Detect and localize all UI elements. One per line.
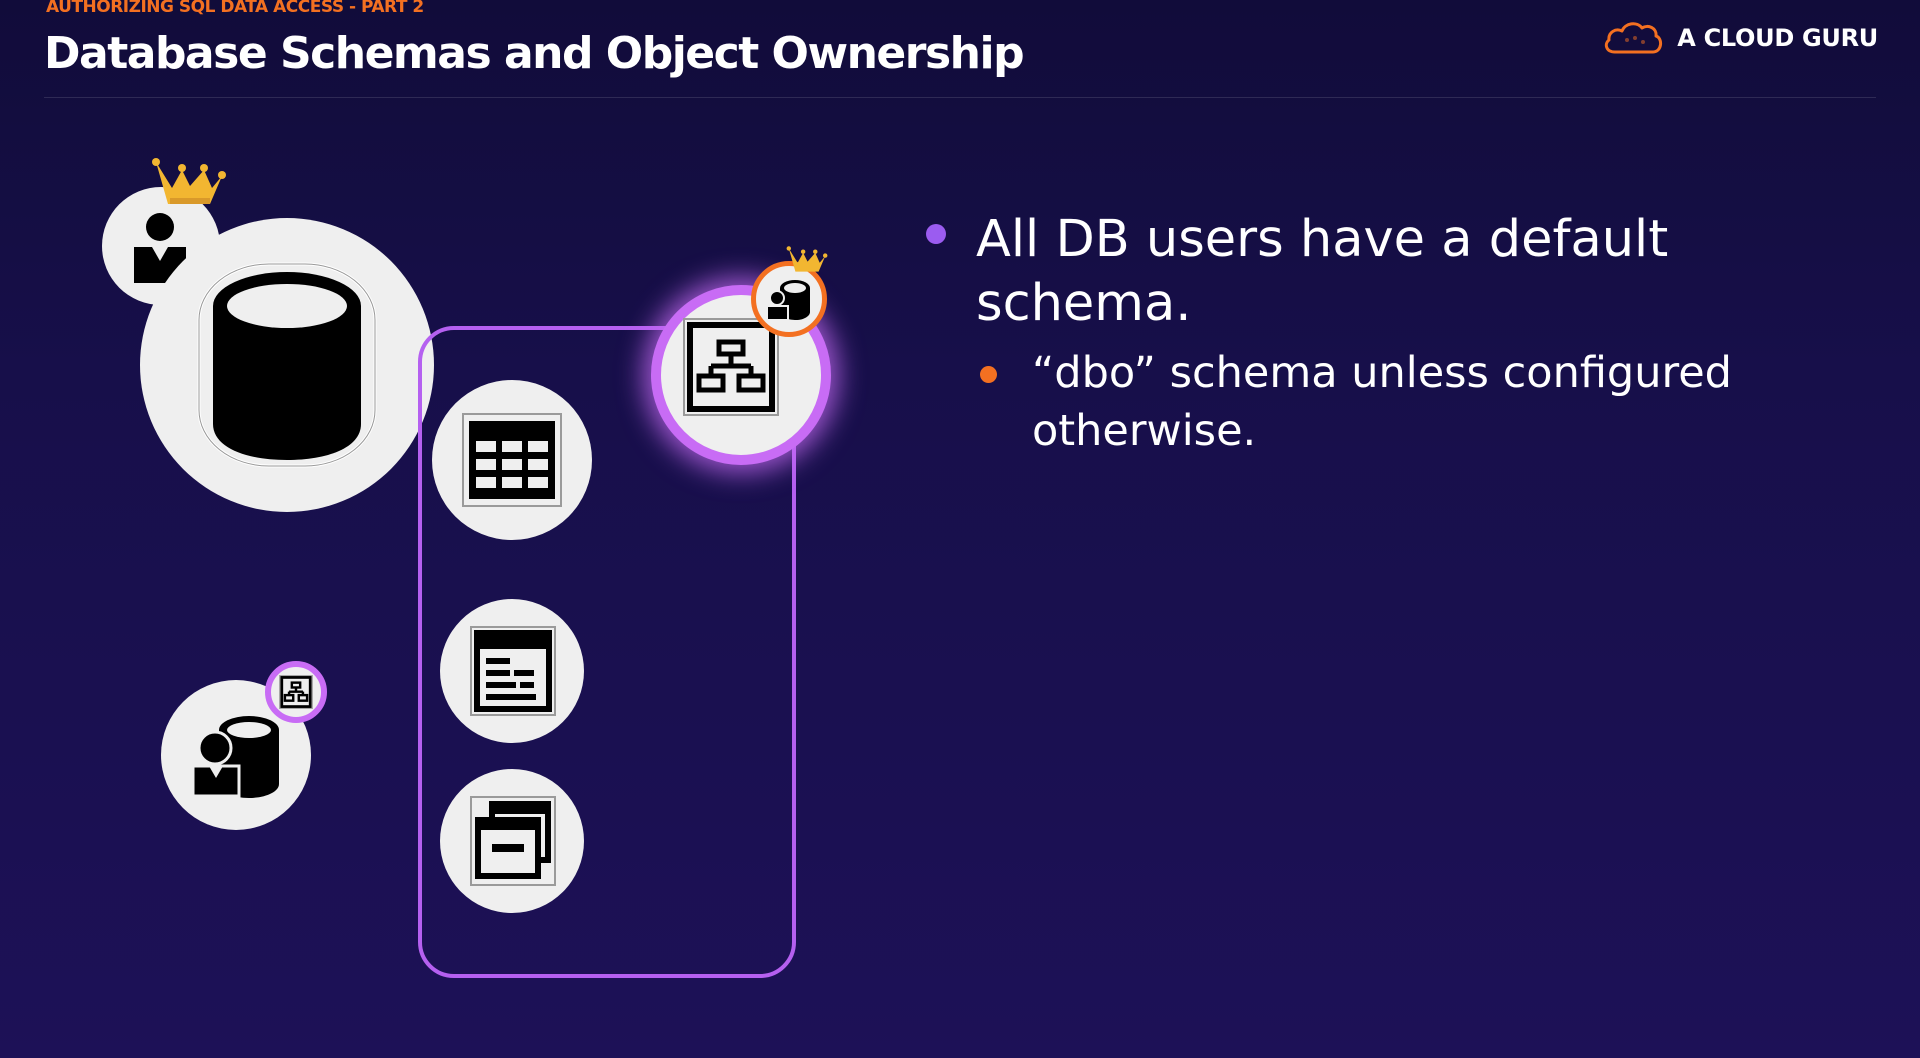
slide-title: Database Schemas and Object Ownership [44, 28, 1025, 79]
table-icon [462, 413, 562, 507]
brand-name: A CLOUD GURU [1677, 24, 1878, 52]
schema-icon [279, 675, 313, 709]
bullet-item: All DB users have a default schema. [920, 208, 1740, 336]
crown-icon [786, 246, 828, 272]
sub-bullet-item: “dbo” schema unless configured otherwise… [976, 344, 1740, 460]
database-user-icon [191, 716, 279, 798]
bullet-list: All DB users have a default schema. “dbo… [920, 208, 1740, 460]
section-kicker: AUTHORIZING SQL DATA ACCESS - PART 2 [46, 0, 424, 17]
crown-icon [152, 158, 226, 204]
view-icon [470, 626, 556, 716]
schema-icon [683, 318, 779, 416]
schema-container [418, 326, 796, 978]
database-user-icon [766, 280, 810, 321]
default-schema-badge [265, 661, 327, 723]
cloud-logo-icon [1605, 22, 1663, 54]
brand-logo: A CLOUD GURU [1601, 18, 1878, 58]
database-icon [197, 262, 377, 468]
stored-procedure-icon [470, 796, 556, 886]
header-divider [44, 97, 1876, 98]
